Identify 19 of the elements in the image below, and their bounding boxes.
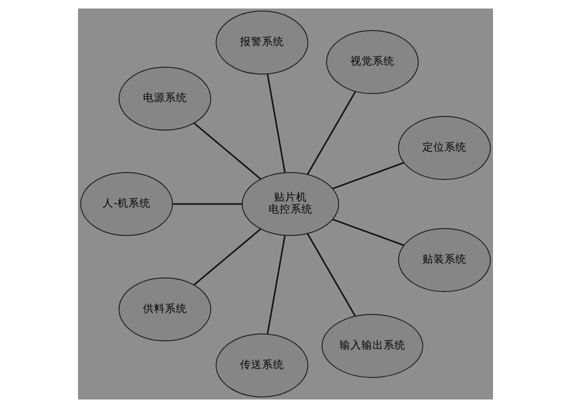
connector (306, 91, 356, 175)
node-ellipse: 视觉系统 (326, 30, 418, 94)
connector (306, 233, 356, 317)
node-ellipse: 贴装系统 (398, 228, 490, 292)
node-ellipse: 人-机系统 (80, 172, 172, 236)
node-ellipse: 供料系统 (118, 277, 211, 342)
node-ellipse: 报警系统 (215, 10, 308, 74)
connector (332, 218, 404, 246)
connector (193, 122, 261, 180)
connector (266, 235, 286, 334)
connector (332, 162, 404, 190)
connector (266, 74, 286, 173)
node-ellipse: 输入输出系统 (321, 314, 423, 378)
connector (193, 228, 261, 286)
node-ellipse: 传送系统 (215, 334, 308, 398)
node-ellipse: 定位系统 (398, 116, 490, 180)
node-ellipse: 电源系统 (118, 66, 211, 131)
connector (172, 203, 242, 205)
node-ellipse: 贴片机电控系统 (241, 172, 339, 236)
